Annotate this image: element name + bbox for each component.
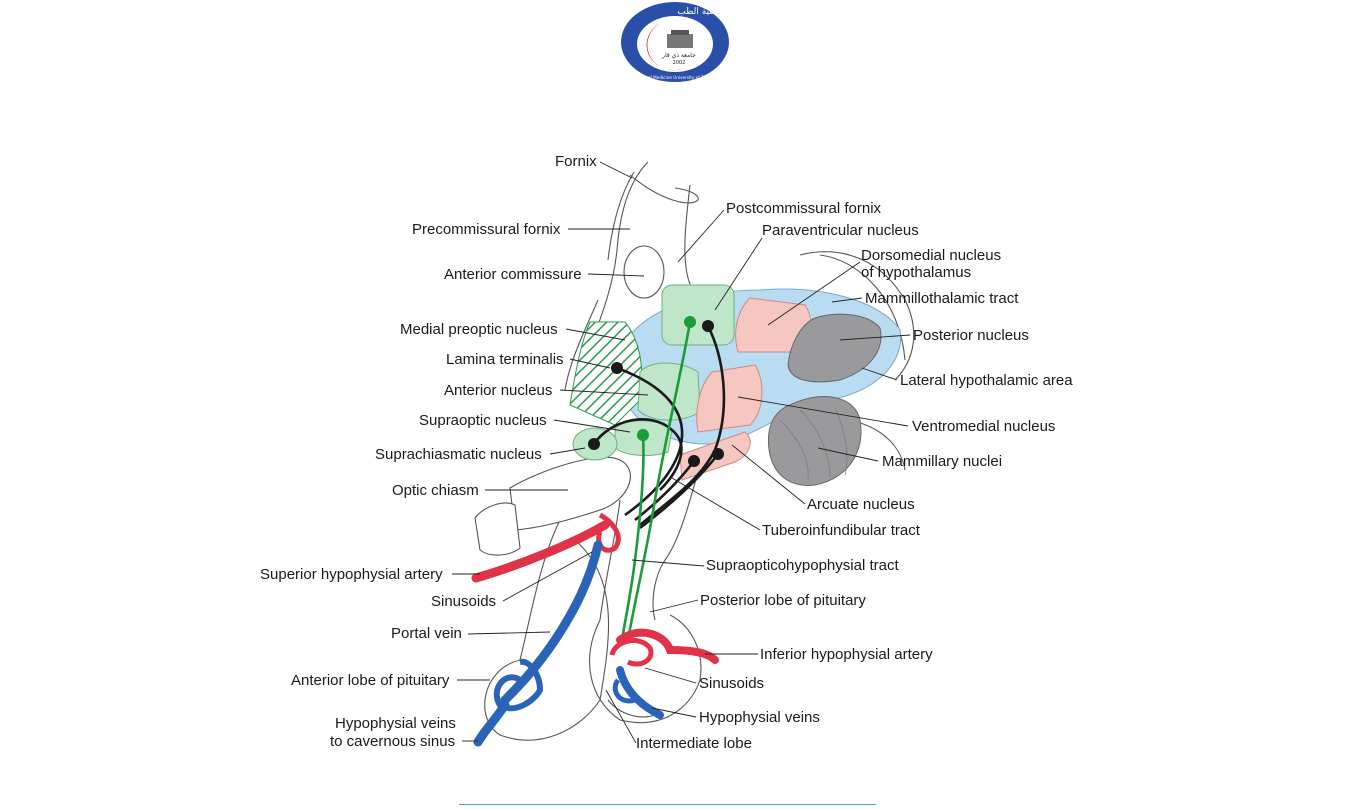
- label-dorsomedial-nucleus-2: of hypothalamus: [861, 264, 971, 281]
- portal-system: [471, 512, 621, 747]
- label-sinusoids-left: Sinusoids: [431, 593, 496, 610]
- label-postcommissural-fornix: Postcommissural fornix: [726, 200, 882, 217]
- logo-arabic-top: كلية الطب: [677, 7, 717, 17]
- label-mammillothalamic-tract: Mammillothalamic tract: [865, 290, 1019, 307]
- label-arcuate-nucleus: Arcuate nucleus: [807, 496, 915, 513]
- label-lateral-hypothalamic-area: Lateral hypothalamic area: [900, 372, 1073, 389]
- label-precommissural-fornix: Precommissural fornix: [412, 221, 561, 238]
- leader-lines: [452, 161, 911, 744]
- label-supraoptic-nucleus: Supraoptic nucleus: [419, 412, 547, 429]
- label-mammillary-nuclei: Mammillary nuclei: [882, 453, 1002, 470]
- bottom-divider: [459, 804, 876, 805]
- label-anterior-lobe: Anterior lobe of pituitary: [291, 672, 450, 689]
- label-inferior-hypophysial-artery: Inferior hypophysial artery: [760, 646, 933, 663]
- mammillary-nuclei-shape: [767, 396, 862, 486]
- label-sinusoids-right: Sinusoids: [699, 675, 764, 692]
- label-suprachiasmatic-nucleus: Suprachiasmatic nucleus: [375, 446, 542, 463]
- logo-arabic-center: جامعة ذي قار: [661, 52, 696, 59]
- logo-english-ring: College of Medicine University of Thi - …: [631, 75, 720, 80]
- neuron-cell-body: [611, 362, 623, 374]
- neuron-cell-body: [684, 316, 696, 328]
- label-posterior-nucleus: Posterior nucleus: [913, 327, 1029, 344]
- label-posterior-lobe: Posterior lobe of pituitary: [700, 592, 866, 609]
- label-portal-vein: Portal vein: [391, 625, 462, 642]
- posterior-nucleus-shape: [787, 313, 882, 383]
- label-anterior-commissure: Anterior commissure: [444, 266, 582, 283]
- label-supraopticohypophysial-tract: Supraopticohypophysial tract: [706, 557, 899, 574]
- label-lamina-terminalis: Lamina terminalis: [446, 351, 564, 368]
- label-hypophysial-veins-right: Hypophysial veins: [699, 709, 820, 726]
- label-optic-chiasm: Optic chiasm: [392, 482, 479, 499]
- neuron-cell-body: [637, 429, 649, 441]
- anterior-commissure-shape: [623, 245, 665, 299]
- logo-building-icon: [667, 34, 693, 48]
- neuron-cell-body: [712, 448, 724, 460]
- tuberoinfundibular-neurons: [588, 320, 726, 530]
- label-medial-preoptic-nucleus: Medial preoptic nucleus: [400, 321, 558, 338]
- neuron-cell-body: [588, 438, 600, 450]
- neuron-cell-body: [702, 320, 714, 332]
- label-intermediate-lobe: Intermediate lobe: [636, 735, 752, 752]
- label-ventromedial-nucleus: Ventromedial nucleus: [912, 418, 1055, 435]
- label-tuberoinfundibular-tract: Tuberoinfundibular tract: [762, 522, 921, 539]
- label-paraventricular-nucleus: Paraventricular nucleus: [762, 222, 919, 239]
- anterior-nucleus-shape: [637, 362, 701, 421]
- ventromedial-nucleus-shape: [696, 364, 763, 433]
- label-anterior-nucleus: Anterior nucleus: [444, 382, 552, 399]
- label-hypophysial-veins-cavernous-2: to cavernous sinus: [330, 733, 455, 750]
- optic-chiasm-shape: [474, 456, 631, 556]
- college-logo: كلية الطب جامعة ذي قار 2002 College of M…: [621, 2, 729, 82]
- label-hypophysial-veins-cavernous-1: Hypophysial veins: [335, 715, 456, 732]
- posterior-lobe-vessels: [609, 628, 719, 719]
- label-fornix: Fornix: [555, 153, 597, 170]
- label-superior-hypophysial-artery: Superior hypophysial artery: [260, 566, 443, 583]
- logo-year: 2002: [673, 60, 686, 66]
- neuron-cell-body: [688, 455, 700, 467]
- paraventricular-nucleus-shape: [661, 284, 735, 346]
- medial-preoptic-nucleus-shape: [569, 321, 643, 426]
- label-dorsomedial-nucleus-1: Dorsomedial nucleus: [861, 247, 1001, 264]
